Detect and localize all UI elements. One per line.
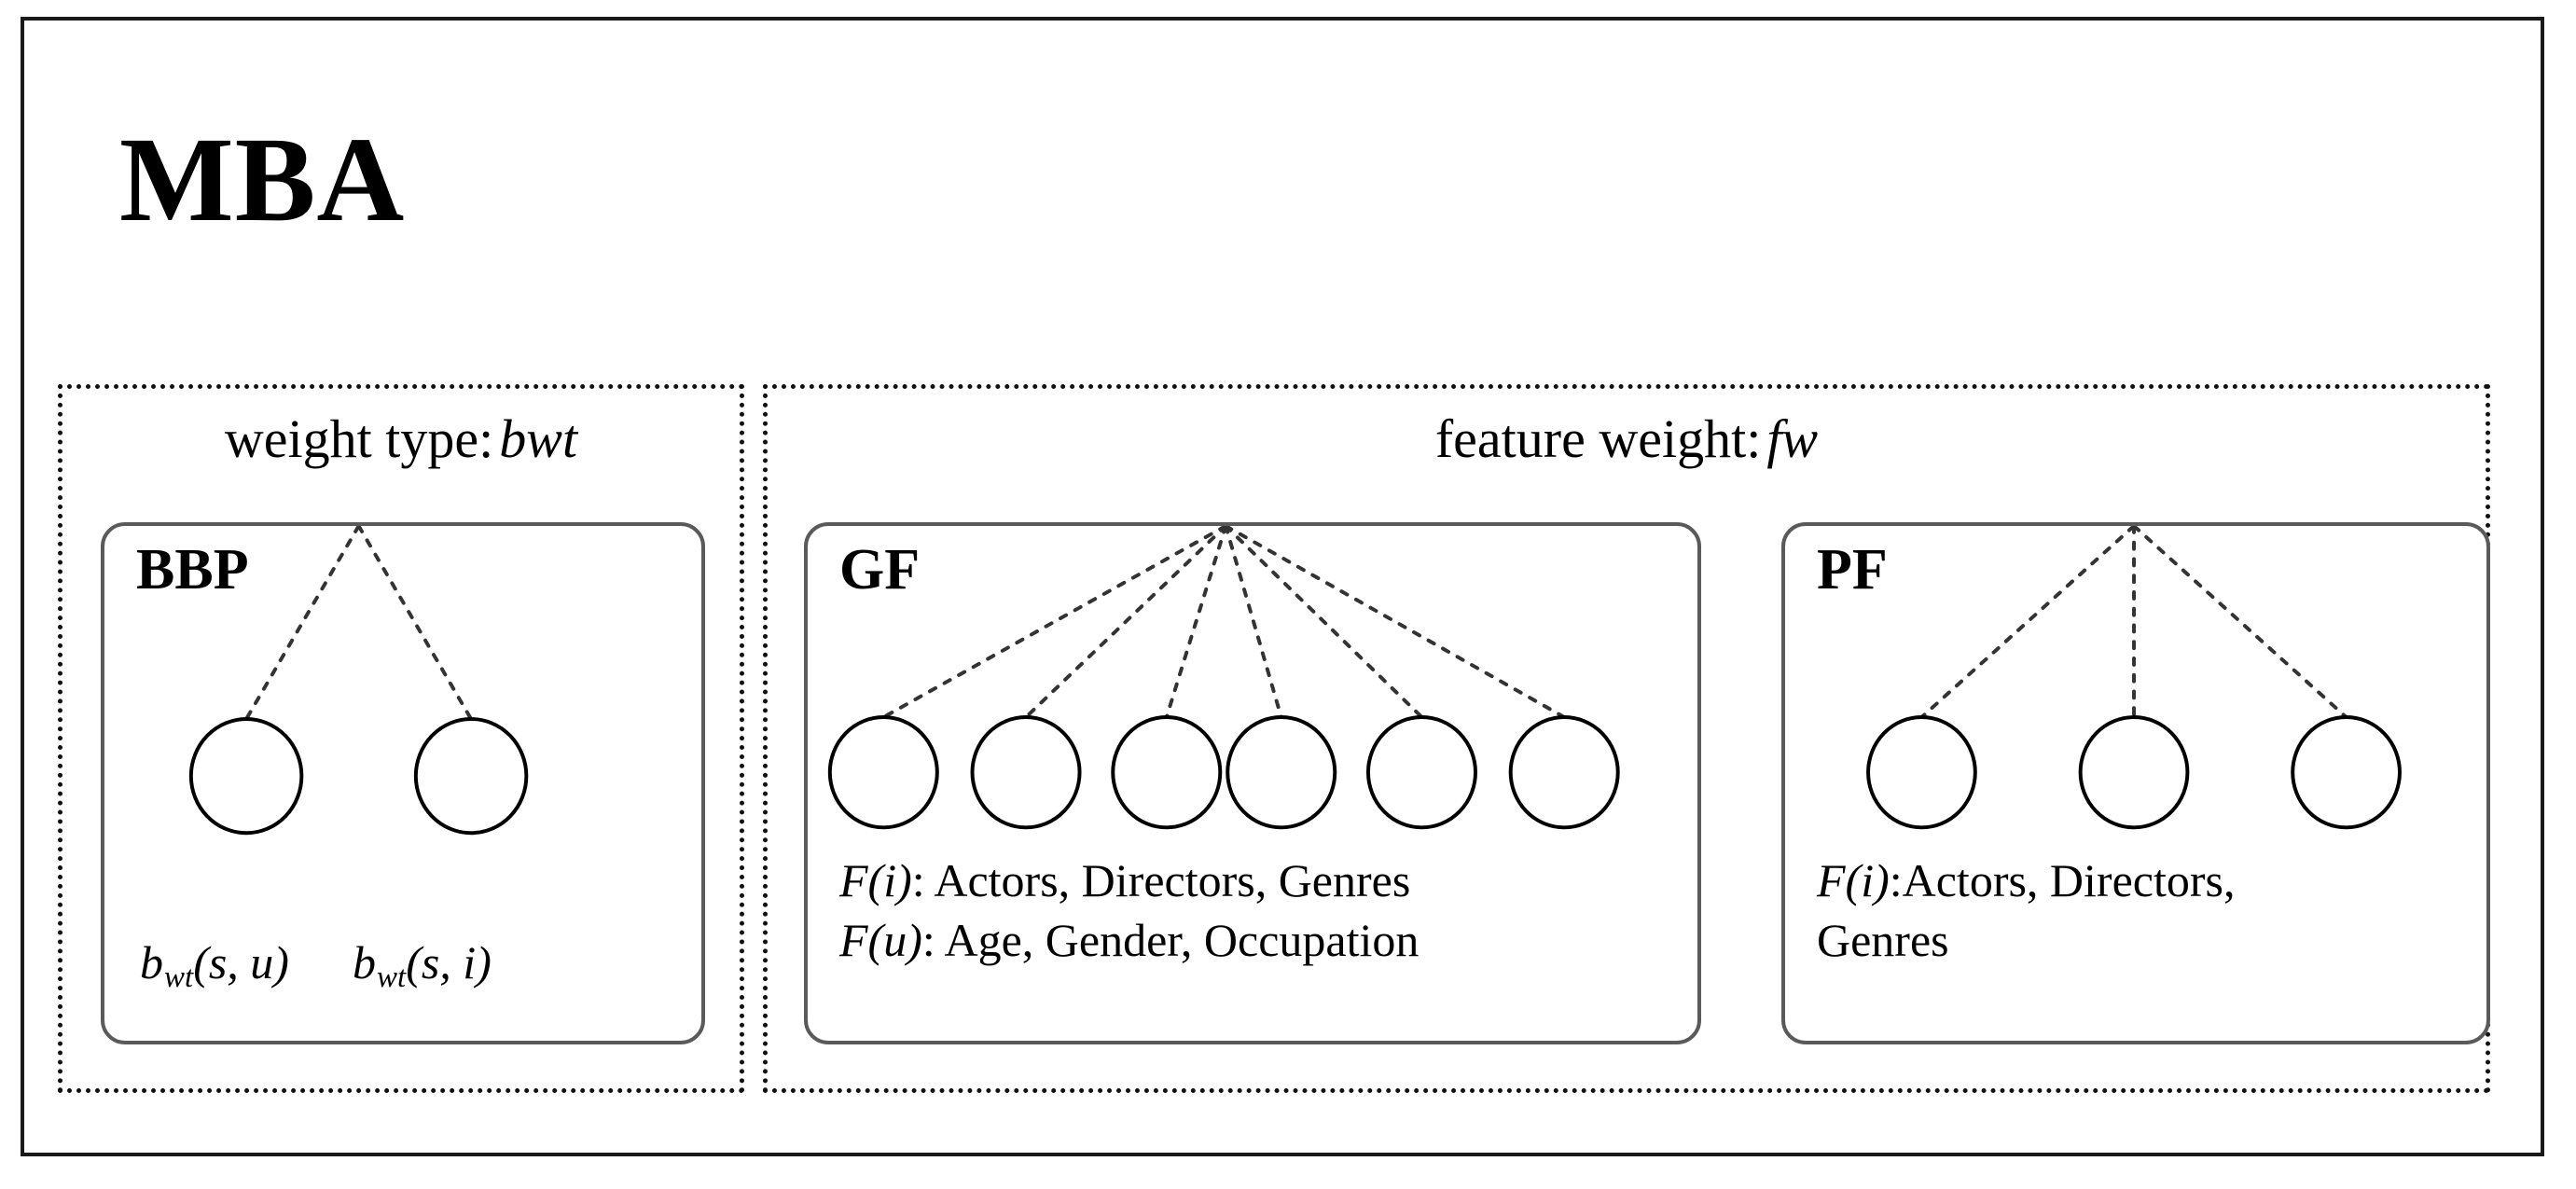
panel-weight-type-caption-prefix: weight type: xyxy=(224,408,494,469)
box-pf-tag: PF xyxy=(1817,538,1888,601)
caption-bbp-item-base: b xyxy=(353,936,376,989)
panel-weight-type-caption-symbol: bwt xyxy=(499,408,578,469)
caption-bbp-user-base: b xyxy=(140,936,163,989)
node-circle xyxy=(1226,715,1337,830)
box-bbp-tag: BBP xyxy=(136,538,249,601)
caption-pf: F(i):Actors, Directors, Genres xyxy=(1817,850,2339,970)
caption-bbp-user-args: (s, u) xyxy=(193,936,289,989)
page-title: MBA xyxy=(119,113,406,247)
node-circle xyxy=(827,715,939,830)
caption-gf-line-item: F(i): Actors, Directors, Genres xyxy=(839,850,1419,910)
caption-gf: F(i): Actors, Directors, Genres F(u): Ag… xyxy=(839,850,1419,970)
caption-pf-item-text: :Actors, Directors, Genres xyxy=(1817,854,2236,966)
node-circle xyxy=(970,715,1082,830)
node-circle xyxy=(2078,715,2190,830)
caption-gf-item-symbol: F(i) xyxy=(839,854,912,906)
panel-weight-type-caption: weight type:bwt xyxy=(62,409,740,469)
node-circle xyxy=(1866,715,1977,830)
caption-gf-user-symbol: F(u) xyxy=(839,914,922,966)
node-circle xyxy=(413,717,529,836)
caption-bbp-item-args: (s, i) xyxy=(406,936,492,989)
caption-gf-line-user: F(u): Age, Gender, Occupation xyxy=(839,910,1419,970)
node-circle xyxy=(1508,715,1620,830)
caption-bbp-user-subscript: wt xyxy=(164,961,194,995)
caption-pf-item-symbol: F(i) xyxy=(1817,854,1890,906)
box-pf: PF xyxy=(1781,522,2490,1044)
caption-gf-item-text: : Actors, Directors, Genres xyxy=(911,854,1411,906)
panel-feature-weight-caption: feature weight:fw xyxy=(768,409,2486,469)
caption-bbp-item: bwt(s, i) xyxy=(353,933,492,997)
caption-bbp-item-subscript: wt xyxy=(377,961,407,995)
caption-bbp-user: bwt(s, u) xyxy=(140,933,289,997)
node-circle xyxy=(1111,715,1223,830)
caption-gf-user-text: : Age, Gender, Occupation xyxy=(921,914,1420,966)
node-circle xyxy=(1365,715,1477,830)
node-circle xyxy=(188,717,304,836)
box-gf-tag: GF xyxy=(839,538,921,601)
panel-feature-weight-caption-symbol: fw xyxy=(1766,408,1819,469)
panel-feature-weight-caption-prefix: feature weight: xyxy=(1434,408,1762,469)
node-circle xyxy=(2291,715,2402,830)
box-gf: GF xyxy=(804,522,1701,1044)
